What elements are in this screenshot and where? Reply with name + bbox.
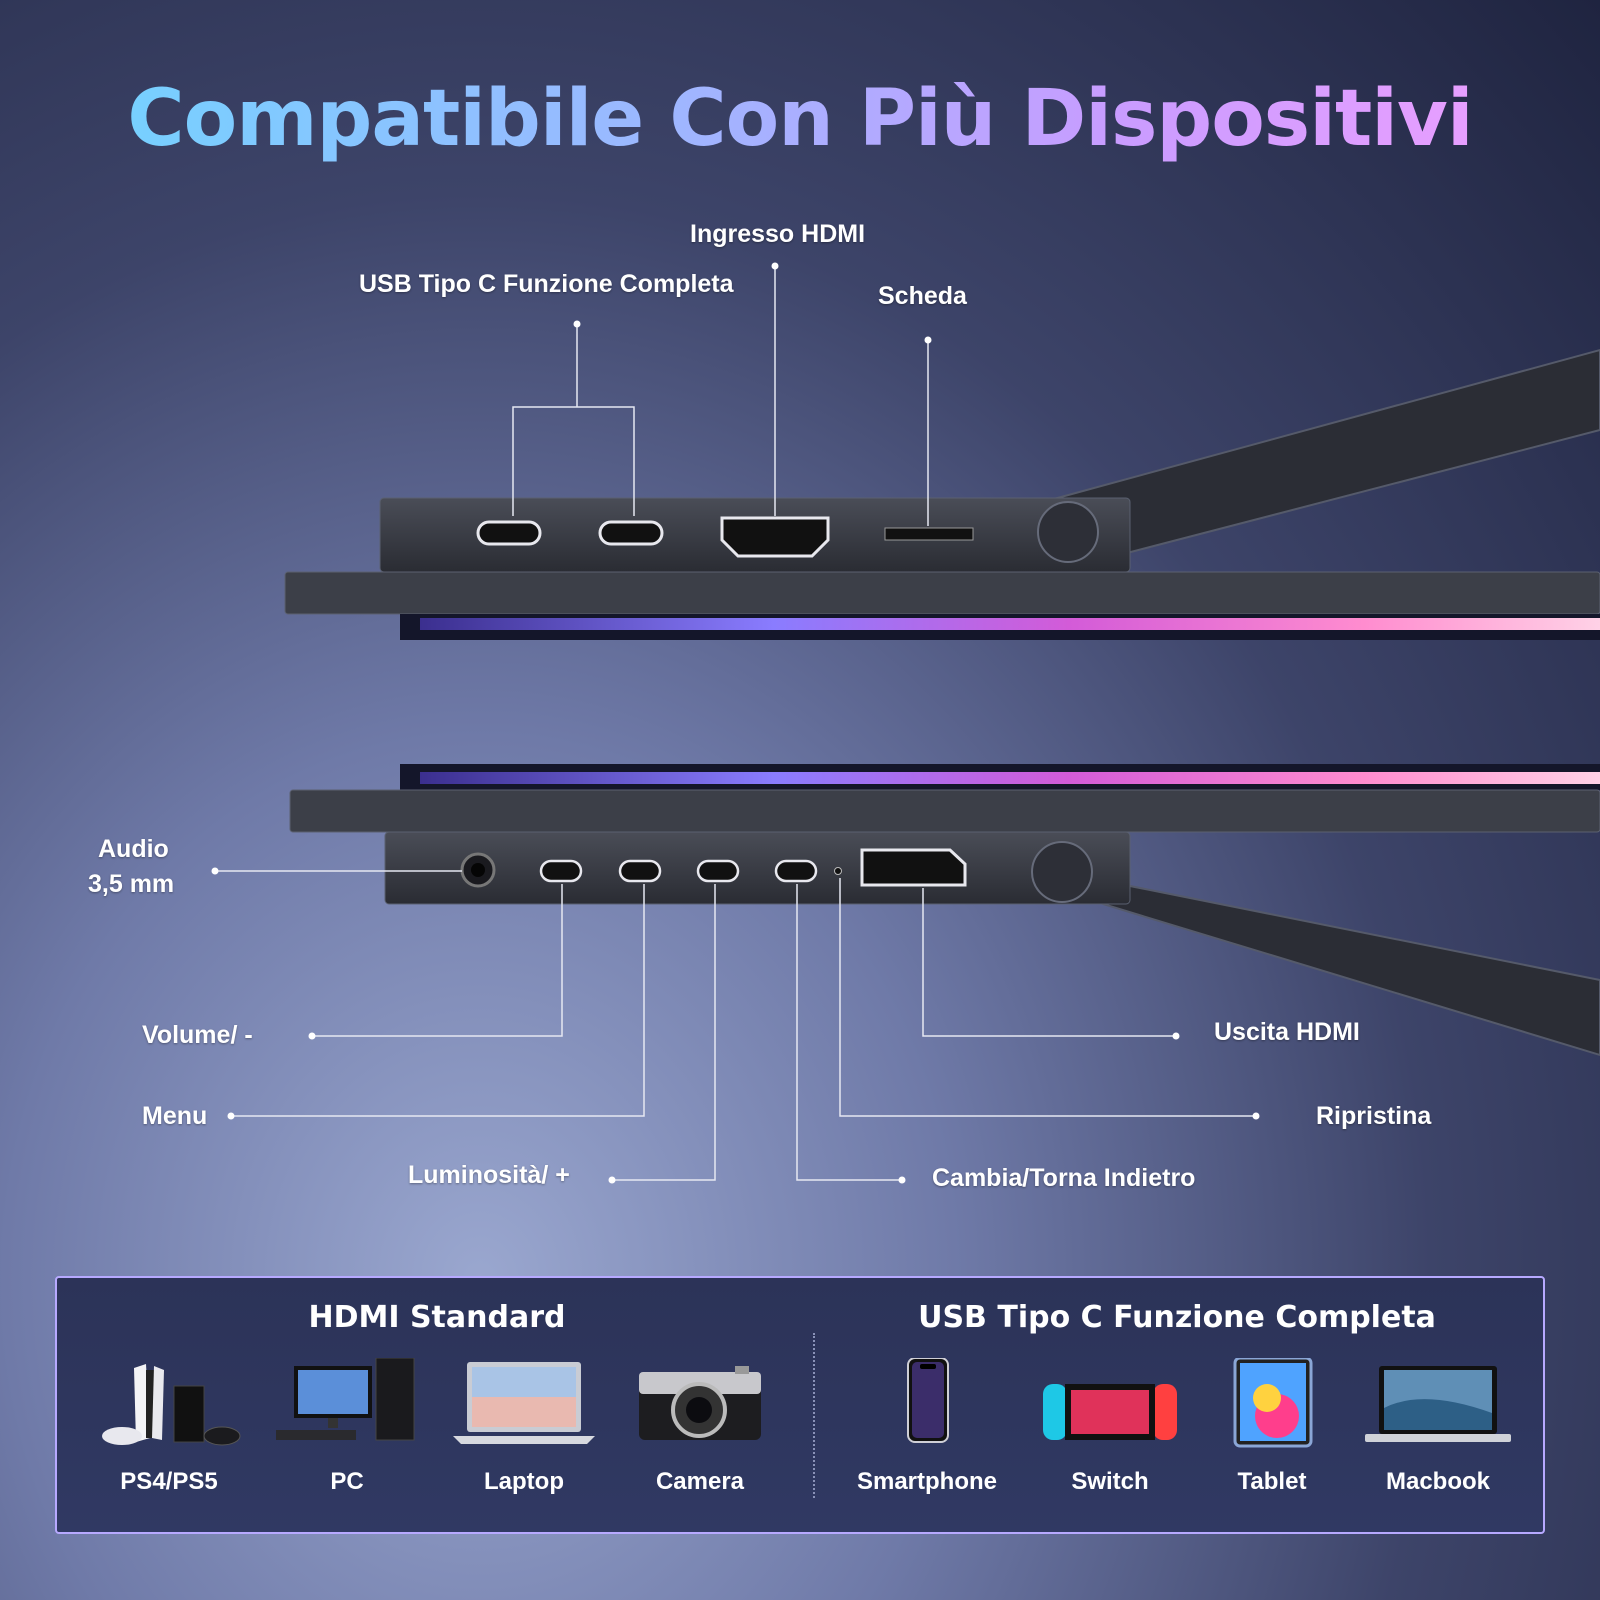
label-reset: Ripristina [1316, 1102, 1432, 1130]
hdmi-group-title: HDMI Standard [308, 1300, 566, 1335]
label-brightness: Luminosità/ + [408, 1161, 570, 1189]
device-name: PS4/PS5 [120, 1468, 218, 1495]
device-name: Macbook [1385, 1468, 1490, 1495]
reset-pinhole [834, 867, 842, 875]
desktop-pc-icon [262, 1348, 432, 1448]
label-audio-line2: 3,5 mm [88, 870, 175, 898]
device-laptop: Laptop [439, 1348, 609, 1496]
tablet-icon [1187, 1348, 1357, 1448]
monitor-illustration [215, 266, 1600, 1181]
device-name: PC [330, 1468, 364, 1495]
label-hdmi-in: Ingresso HDMI [690, 220, 866, 248]
switch-console-icon [1025, 1348, 1195, 1448]
label-card: Scheda [878, 282, 967, 310]
hdmi-in-port [720, 516, 830, 558]
menu-button-shape [618, 859, 662, 883]
monitor-bottom-view [289, 764, 1600, 1057]
hdmi-out-port [860, 848, 967, 887]
label-hdmi-out: Uscita HDMI [1214, 1018, 1360, 1046]
card-slot [884, 527, 974, 541]
device-name: Smartphone [856, 1468, 997, 1495]
console-icon [84, 1348, 254, 1448]
smartphone-icon [842, 1348, 1012, 1448]
usb-c-port-2 [598, 520, 664, 546]
monitor-top-view [284, 348, 1600, 640]
compatibility-panel: HDMI Standard USB Tipo C Funzione Comple… [55, 1276, 1545, 1534]
label-volume: Volume/ - [142, 1021, 253, 1049]
label-usb-c: USB Tipo C Funzione Completa [359, 270, 734, 298]
device-ps: PS4/PS5 [84, 1348, 254, 1496]
usb-c-port-1 [476, 520, 542, 546]
device-pc: PC [262, 1348, 432, 1496]
device-camera: Camera [615, 1348, 785, 1496]
switch-button-shape [774, 859, 818, 883]
usbc-group-title: USB Tipo C Funzione Completa [918, 1300, 1436, 1335]
camera-icon [615, 1348, 785, 1448]
device-name: Switch [1071, 1468, 1149, 1495]
label-audio-line1: Audio [98, 835, 169, 863]
device-name: Laptop [484, 1468, 564, 1495]
page-title: Compatibile Con Più Dispositivi [0, 74, 1600, 164]
macbook-icon [1353, 1348, 1523, 1448]
volume-down-button-shape [539, 859, 583, 883]
laptop-icon [439, 1348, 609, 1448]
brightness-button-shape [696, 859, 740, 883]
device-smartphone: Smartphone [842, 1348, 1012, 1496]
device-name: Camera [655, 1468, 745, 1495]
label-switch-back: Cambia/Torna Indietro [932, 1164, 1196, 1192]
label-menu: Menu [142, 1102, 208, 1130]
device-tablet: Tablet [1187, 1348, 1357, 1496]
device-switch: Switch [1025, 1348, 1195, 1496]
device-macbook: Macbook [1353, 1348, 1523, 1496]
panel-divider [813, 1333, 815, 1498]
device-name: Tablet [1237, 1468, 1307, 1495]
